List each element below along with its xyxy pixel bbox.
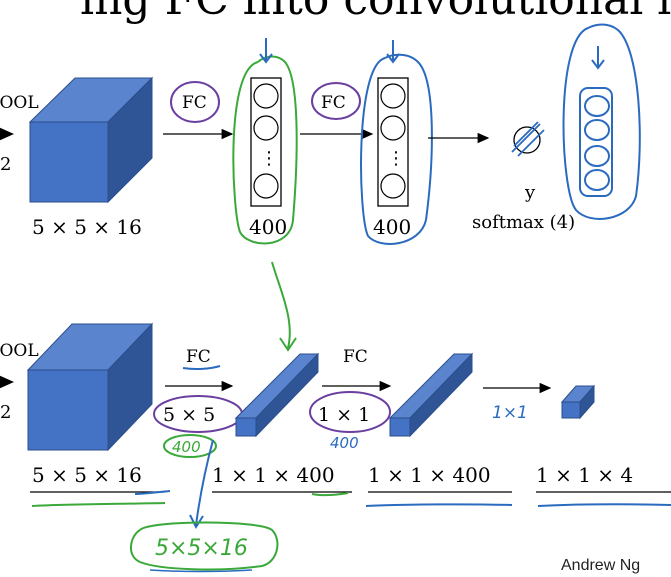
underline-dims-0-green <box>31 502 166 507</box>
fc1-neuron-column <box>250 77 282 207</box>
pool-label-bottom: POOL <box>0 341 39 361</box>
softmax-label: softmax (4) <box>472 212 575 233</box>
fc2-neuron-column <box>377 77 409 207</box>
slab-1x1x400-b <box>388 352 474 438</box>
output-cube-1x1x4 <box>560 384 596 420</box>
underline-dims-0-blue <box>134 490 171 495</box>
volume-cube-bottom <box>26 322 154 452</box>
fc2-dots: ⋮ <box>387 148 405 168</box>
softmax-node <box>511 121 545 157</box>
fc2-label-bottom: FC <box>343 347 368 367</box>
fc2-blue-down-arrow <box>386 40 400 64</box>
filter2-size: 1 × 1 <box>318 404 370 426</box>
input-dims-top: 5 × 5 × 16 <box>32 215 142 239</box>
dim-label-2: 1 × 1 × 400 <box>368 463 491 487</box>
fc1-blue-down-arrow <box>259 38 273 64</box>
fc1-label-top: FC <box>182 93 207 113</box>
filter2-circle-annotation <box>309 391 391 433</box>
fc2-label-top: FC <box>321 93 346 113</box>
fc2-circle-annotation <box>311 82 361 120</box>
pool-side-value-bottom: 2 <box>0 402 11 423</box>
underline-dims-3-blue <box>537 503 671 507</box>
pool-side-value-top: 2 <box>0 154 11 175</box>
pool-label-top: POOL <box>0 93 39 113</box>
dim-label-1: 1 × 1 × 400 <box>212 463 335 487</box>
green-connector-arrow <box>271 261 297 352</box>
slab-1x1x400-a <box>234 352 320 438</box>
dim-label-3: 1 × 1 × 4 <box>536 463 633 487</box>
fc2-blue-loop <box>360 53 433 245</box>
fc1-circle-annotation <box>170 81 220 123</box>
note-underline <box>149 569 253 573</box>
fc1-label-bottom: FC <box>186 347 211 367</box>
fc1-underline-bottom <box>182 365 221 371</box>
slide-title: ing FC into convolutional layers <box>80 0 671 25</box>
underline-dims-1-green <box>311 492 349 497</box>
fc2-units-top: 400 <box>373 215 411 239</box>
output-four-units <box>562 23 641 220</box>
note-green-circle <box>130 521 279 571</box>
filter3-size: 1×1 <box>492 403 528 423</box>
underline-dims-2-blue <box>365 503 513 507</box>
blue-arrow-to-note <box>189 439 214 530</box>
fc1-units-top: 400 <box>249 215 287 239</box>
volume-cube-top <box>28 76 154 204</box>
filter1-count-circle <box>163 434 217 458</box>
filter1-size: 5 × 5 <box>163 404 215 426</box>
fc1-dots: ⋮ <box>260 148 278 168</box>
handwritten-note: 5×5×16 <box>155 536 248 561</box>
filter1-count: 400 <box>172 438 201 456</box>
dim-label-0: 5 × 5 × 16 <box>32 463 142 487</box>
author-credit: Andrew Ng <box>561 557 640 574</box>
y-label: y <box>524 182 536 203</box>
filter2-count: 400 <box>330 434 359 452</box>
fc1-green-loop <box>232 55 298 245</box>
